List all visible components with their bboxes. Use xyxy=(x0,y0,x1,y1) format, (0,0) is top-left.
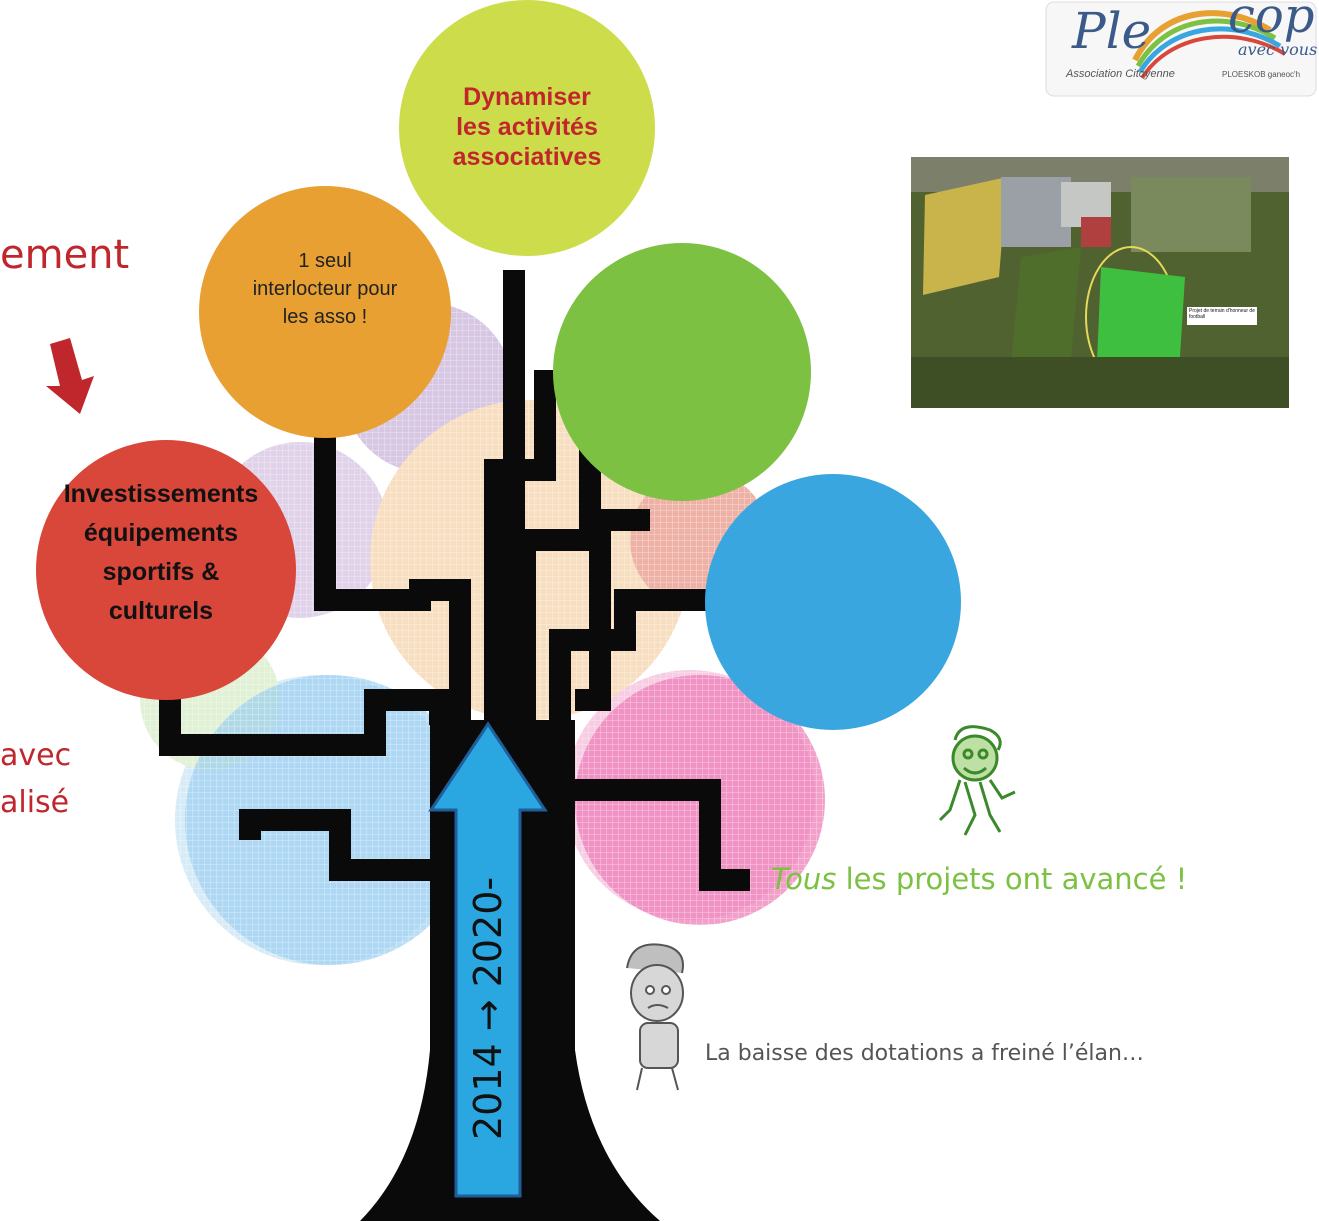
left-text-3: alisé xyxy=(0,785,70,820)
tree-branches xyxy=(159,270,750,891)
progress-text-emphasis: Tous xyxy=(771,862,837,896)
logo-word-ple: Ple xyxy=(1072,2,1152,60)
timeline-arrow-text: 2014 → 2020- xyxy=(466,876,510,1140)
red-circle-text: Investissements équipements sportifs & c… xyxy=(63,480,259,625)
top-circle xyxy=(399,0,655,256)
top-circle-text: Dynamiser les activités associatives xyxy=(452,83,602,171)
mascot-happy-icon xyxy=(938,725,1016,836)
mascot-sad-icon xyxy=(626,943,684,1091)
green-circle xyxy=(553,243,811,501)
logo-word-cop: cop xyxy=(1228,0,1315,44)
left-text-1: ement xyxy=(0,232,130,278)
logo-word-avec: avec vous xyxy=(1238,40,1318,59)
blue-circle xyxy=(705,474,961,730)
down-arrow-icon xyxy=(46,338,94,414)
photo-label: Projet de terrain d'honneur de football xyxy=(1189,308,1255,320)
progress-text-rest: les projets ont avancé ! xyxy=(836,862,1188,896)
logo-sub-association: Association Citoyenne xyxy=(1066,68,1175,80)
progress-text: Tous les projets ont avancé ! xyxy=(771,862,1187,896)
left-text-2: avec xyxy=(0,738,72,773)
funding-text: La baisse des dotations a freiné l’élan… xyxy=(705,1041,1144,1066)
logo-sub-ploeskob: PLOESKOB ganeoc'h xyxy=(1222,70,1301,79)
red-circle xyxy=(36,440,296,700)
orange-circle xyxy=(199,186,451,438)
orange-circle-text: 1 seul interlocteur pour les asso ! xyxy=(252,250,398,328)
logo: Ple cop avec vous Association Citoyenne … xyxy=(1040,0,1319,98)
aerial-photo: Projet de terrain d'honneur de football xyxy=(911,157,1289,408)
timeline-arrow xyxy=(428,721,548,1198)
